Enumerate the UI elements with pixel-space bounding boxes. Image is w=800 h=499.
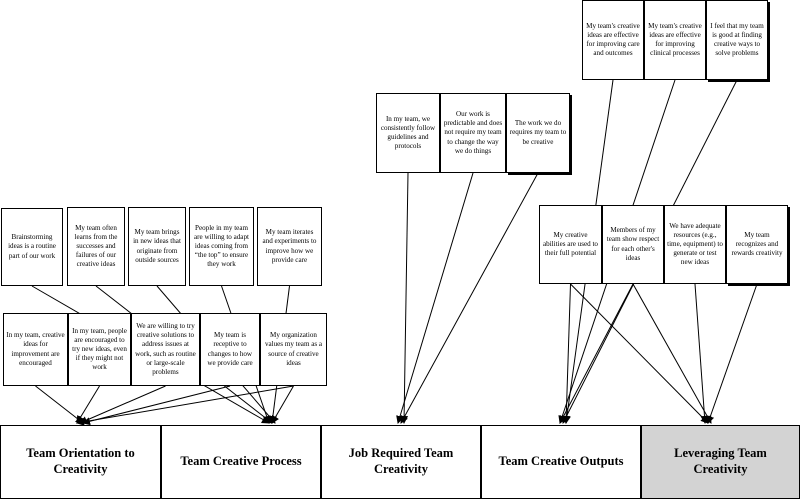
arrow-e4-to-f5: [706, 283, 758, 424]
item-adapt-ideas-from-top: People in my team are willing to adapt i…: [189, 207, 254, 286]
arrow-b2-to-f1: [76, 385, 100, 424]
item-abilities-full-potential: My creative abilities are used to their …: [539, 205, 602, 284]
item-creative-solutions: We are willing to try creative solutions…: [131, 313, 200, 386]
item-organization-values-team: My organization values my team as a sour…: [260, 313, 327, 386]
arrow-e1-to-f4: [562, 283, 571, 424]
arrow-e2-to-f4: [559, 283, 634, 424]
arrow-c2-to-f3: [396, 172, 474, 424]
arrow-c3-to-f3: [400, 172, 539, 424]
item-creative-ideas-encouraged: In my team, creative ideas for improveme…: [3, 313, 68, 386]
arrow-b4-to-f1: [82, 385, 231, 426]
item-brainstorming-routine: Brainstorming ideas is a routine part of…: [1, 208, 63, 286]
factor-leveraging: Leveraging Team Creativity: [641, 425, 800, 499]
item-work-predictable: Our work is predictable and does not req…: [440, 93, 506, 173]
factor-team-creative-outputs: Team Creative Outputs: [481, 425, 641, 499]
arrow-e3-to-f5: [694, 283, 709, 424]
item-iterates-experiments: My team iterates and experiments to impr…: [257, 207, 322, 286]
factor-team-orientation: Team Orientation to Creativity: [0, 425, 161, 499]
arrow-b5-to-f2: [271, 385, 294, 424]
factor-team-creative-process: Team Creative Process: [161, 425, 321, 499]
item-ideas-effective-processes: My team's creative ideas are effective f…: [644, 0, 706, 80]
arrow-b3-to-f1: [79, 385, 166, 424]
item-good-at-creative-ways: I feel that my team is good at finding c…: [706, 0, 768, 80]
arrow-c1-to-f3: [400, 172, 409, 424]
item-try-new-ideas: In my team, people are encouraged to try…: [68, 313, 131, 386]
item-work-requires-creativity: The work we do requires my team to be cr…: [506, 93, 570, 173]
arrow-b1-to-f1: [35, 385, 84, 424]
item-adequate-resources: We have adequate resources (e.g., time, …: [664, 205, 726, 284]
item-follow-guidelines: In my team, we consistently follow guide…: [376, 93, 440, 173]
arrow-e1-to-f5: [570, 283, 709, 424]
item-ideas-from-outside: My team brings in new ideas that origina…: [128, 207, 186, 286]
item-respect-ideas: Members of my team show respect for each…: [602, 205, 664, 284]
arrow-b5-to-f1: [76, 385, 294, 426]
item-receptive-to-changes: My team is receptive to changes to how w…: [200, 313, 260, 386]
factor-job-required: Job Required Team Creativity: [321, 425, 481, 499]
item-learns-from-successes: My team often learns from the successes …: [67, 207, 125, 286]
item-recognizes-rewards: My team recognizes and rewards creativit…: [726, 205, 788, 284]
arrow-e2-to-f5: [632, 283, 712, 424]
item-ideas-effective-care: My team's creative ideas are effective f…: [582, 0, 644, 80]
